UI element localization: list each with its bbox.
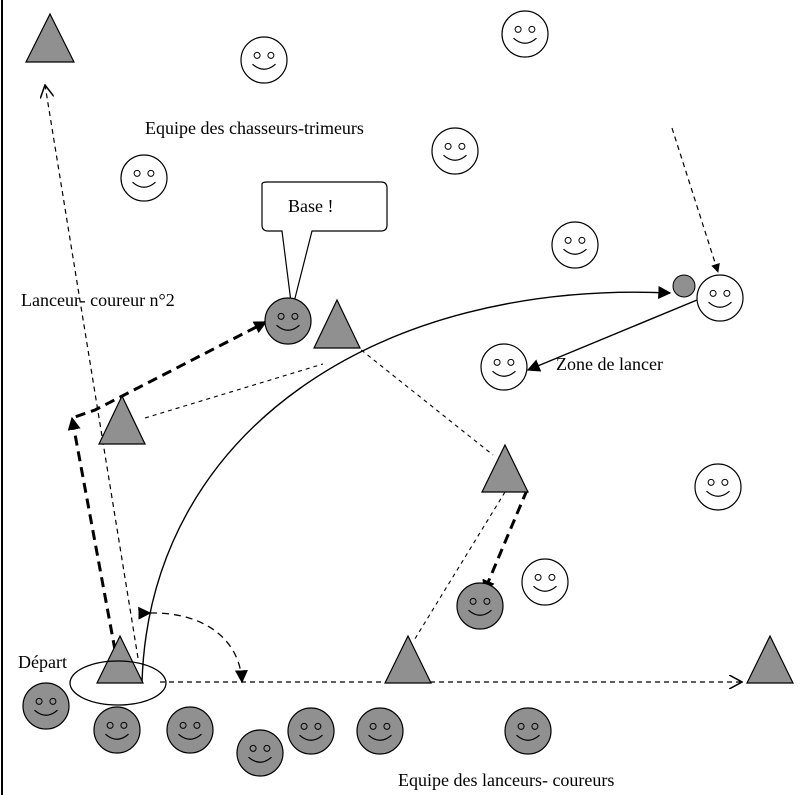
runner-smiley [22,682,70,730]
runners-team [22,297,552,777]
base-top-left [25,12,75,63]
runner-smiley [456,582,504,630]
runner2-path [70,320,267,651]
runner-smiley [264,297,312,345]
runner-smiley [287,707,335,755]
chaser-smiley [551,221,599,269]
base-link-2 [354,344,494,456]
runner-smiley [236,729,284,777]
label-throw-zone: Zone de lancer [556,354,663,374]
ball [672,274,696,298]
chaser-smiley [521,558,569,606]
chaser-smiley [501,10,549,58]
start-angle-arc [138,606,248,684]
chaser-smiley [120,154,168,202]
runner-smiley [504,707,552,755]
label-throwers-team: Equipe des lanceurs- coureurs [398,770,614,790]
runner-smiley [93,706,141,754]
dashed-arrow-to-top-base [45,85,139,659]
start-circle [69,660,167,706]
speech-bubble [261,181,388,311]
base-3 [481,443,529,493]
runner-smiley [356,707,404,755]
chaser-smiley [696,274,744,322]
base-link-1 [144,363,324,419]
chasers-team [120,10,744,606]
chaser-smiley [240,36,288,84]
chaser-approach-arrow [671,127,720,273]
label-runner2: Lanceur- coureur n°2 [21,290,175,310]
speech-bubble-text: Base ! [288,196,333,216]
runner-smiley [166,706,214,754]
chaser-smiley [694,463,742,511]
throw-trajectory-arrow [141,285,672,683]
base-start [96,634,144,684]
label-start: Départ [18,652,67,672]
base-4 [384,634,432,684]
runner-to-base-path [482,489,529,594]
base-link-3 [412,491,506,643]
base-1 [98,394,146,445]
base-2 [313,298,361,349]
chaser-throw-arrow [526,299,698,372]
chaser-smiley [431,127,479,175]
label-chasers-team: Equipe des chasseurs-trimeurs [145,118,364,138]
base-end-right [746,634,794,684]
chaser-smiley [480,343,528,391]
